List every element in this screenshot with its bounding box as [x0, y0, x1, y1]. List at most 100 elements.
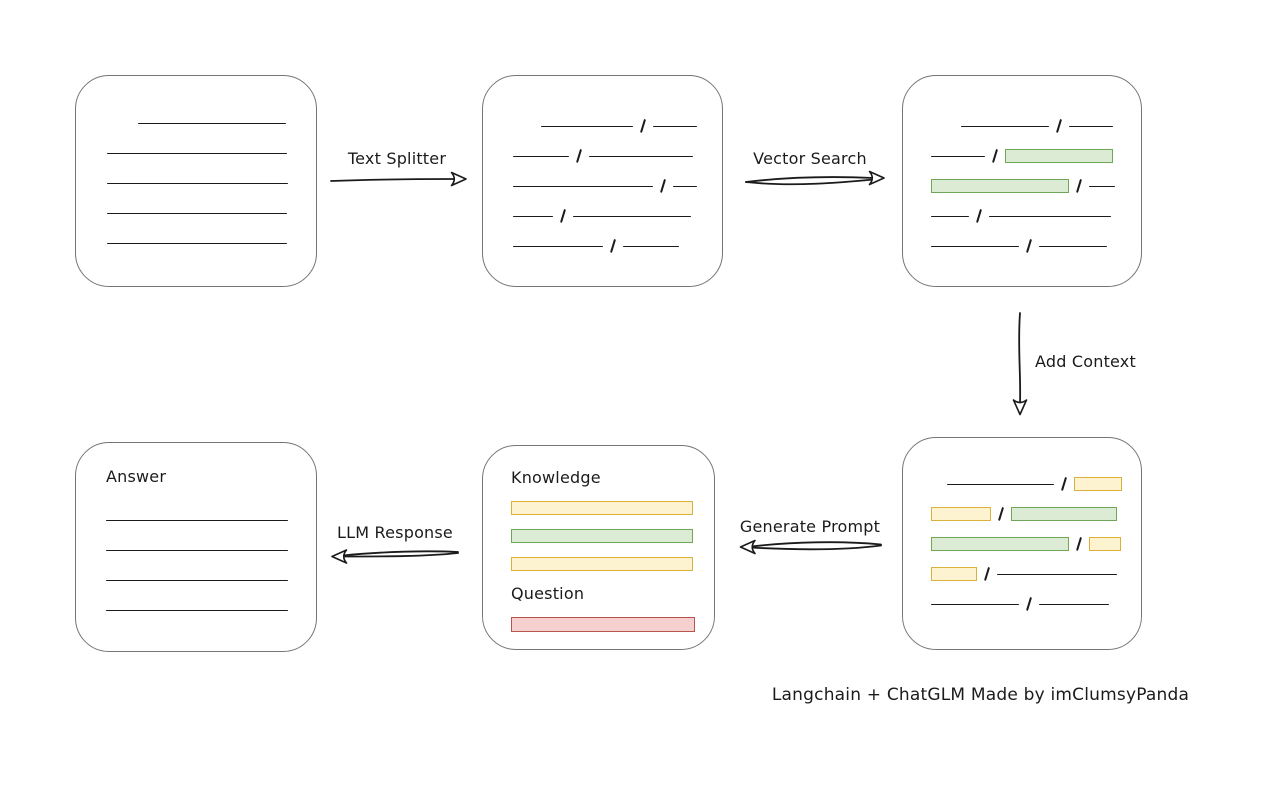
text-line — [673, 185, 698, 187]
content-row — [931, 141, 1141, 171]
generate-prompt-label: Generate Prompt — [739, 517, 881, 536]
text-line — [106, 579, 288, 581]
text-line — [513, 185, 653, 187]
yellow-highlight-chunk — [931, 567, 977, 581]
add-context-arrow — [1012, 312, 1028, 416]
text-line — [107, 212, 287, 214]
slash-separator — [560, 208, 567, 224]
chunk-lines — [483, 76, 722, 261]
content-row — [106, 535, 316, 565]
text-line — [573, 215, 692, 217]
text-line — [947, 483, 1054, 485]
yellow-highlight-chunk — [511, 557, 693, 571]
vector-search-result-box — [902, 75, 1142, 287]
red-highlight-chunk — [511, 616, 695, 632]
content-row — [931, 111, 1141, 141]
slash-separator — [576, 148, 583, 164]
text-line — [513, 155, 569, 157]
content-row — [513, 231, 722, 261]
text-line — [1039, 603, 1110, 605]
slash-separator — [998, 506, 1005, 522]
caption-text: Langchain + ChatGLM Made by imClumsyPand… — [771, 685, 1190, 705]
slash-separator — [1026, 238, 1033, 254]
knowledge-bars — [511, 494, 714, 578]
content-row — [931, 469, 1141, 499]
slash-separator — [1076, 178, 1083, 194]
text-line — [106, 519, 288, 521]
content-row — [513, 111, 722, 141]
green-highlight-chunk — [931, 537, 1069, 551]
content-row — [931, 499, 1141, 529]
content-row — [511, 610, 714, 638]
slash-separator — [1056, 118, 1063, 134]
text-line — [931, 155, 985, 157]
question-bars — [511, 610, 714, 638]
text-line — [961, 125, 1049, 127]
text-line — [589, 155, 694, 157]
green-highlight-chunk — [511, 529, 693, 543]
slash-separator — [984, 566, 991, 582]
content-row — [107, 168, 316, 198]
yellow-highlight-chunk — [511, 501, 693, 515]
generate-prompt-arrow — [739, 539, 882, 555]
text-line — [989, 215, 1112, 217]
source-document-box — [75, 75, 317, 287]
content-row — [107, 228, 316, 258]
content-row — [931, 201, 1141, 231]
text-line — [997, 573, 1118, 575]
context-result-box — [902, 437, 1142, 650]
green-highlight-chunk — [931, 179, 1069, 193]
content-row — [931, 589, 1141, 619]
slash-separator — [660, 178, 667, 194]
llm-response-label: LLM Response — [337, 523, 453, 542]
document-lines — [76, 76, 316, 258]
text-splitter-arrow — [330, 171, 467, 187]
text-line — [1089, 185, 1116, 187]
slash-separator — [1076, 536, 1083, 552]
yellow-highlight-chunk — [1089, 537, 1122, 551]
content-row — [511, 494, 714, 522]
text-line — [513, 215, 553, 217]
content-row — [106, 565, 316, 595]
llm-response-arrow — [331, 549, 459, 564]
content-row — [106, 595, 316, 625]
content-row — [513, 201, 722, 231]
text-line — [623, 245, 680, 247]
text-line — [1069, 125, 1114, 127]
slash-separator — [640, 118, 647, 134]
split-chunks-box — [482, 75, 723, 287]
text-line — [513, 245, 603, 247]
add-context-label: Add Context — [1035, 352, 1136, 371]
text-line — [653, 125, 698, 127]
content-row — [931, 231, 1141, 261]
green-highlight-chunk — [1011, 507, 1118, 521]
slash-separator — [992, 148, 999, 164]
context-result-lines — [903, 438, 1141, 619]
content-row — [511, 522, 714, 550]
knowledge-label: Knowledge — [511, 468, 601, 487]
text-line — [107, 152, 287, 154]
prompt-box: Knowledge Question — [482, 445, 715, 650]
answer-label: Answer — [106, 467, 167, 486]
question-label: Question — [511, 584, 585, 603]
content-row — [107, 198, 316, 228]
text-line — [106, 609, 288, 611]
yellow-highlight-chunk — [1074, 477, 1123, 491]
text-line — [107, 182, 288, 184]
slash-separator — [1026, 596, 1033, 612]
vector-search-arrow — [745, 170, 885, 186]
slash-separator — [976, 208, 983, 224]
vector-search-label: Vector Search — [753, 149, 867, 168]
text-line — [1039, 245, 1108, 247]
slash-separator — [1061, 476, 1068, 492]
text-line — [138, 122, 286, 124]
content-row — [931, 559, 1141, 589]
text-line — [106, 549, 288, 551]
content-row — [513, 171, 722, 201]
text-line — [931, 215, 969, 217]
slash-separator — [610, 238, 617, 254]
text-line — [541, 125, 633, 127]
answer-box: Answer — [75, 442, 317, 652]
text-line — [107, 242, 287, 244]
answer-lines — [76, 505, 316, 625]
